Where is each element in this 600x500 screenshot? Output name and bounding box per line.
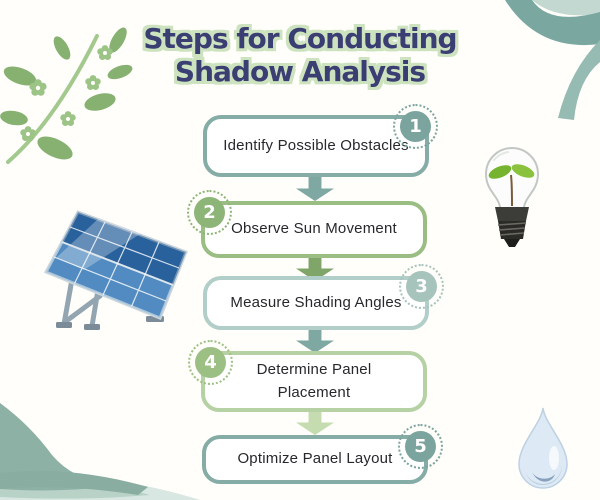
step-1-number-badge: 1 bbox=[393, 104, 438, 149]
title-line-2: Shadow Analysis bbox=[174, 55, 426, 88]
step-4-label: Determine Panel Placement bbox=[256, 361, 372, 401]
water-drop-icon bbox=[518, 407, 568, 489]
solar-panel-image bbox=[43, 210, 188, 330]
step-3-box: Measure Shading Angles bbox=[203, 276, 429, 330]
step-3-number-badge: 3 bbox=[399, 264, 444, 309]
step-5-number: 5 bbox=[414, 436, 427, 457]
step-4-number: 4 bbox=[204, 352, 217, 373]
step-2-number: 2 bbox=[203, 202, 216, 223]
title-line-1: Steps for Conducting bbox=[143, 22, 457, 55]
step-4-box: Determine Panel Placement bbox=[201, 351, 427, 412]
step-2-number-badge: 2 bbox=[187, 190, 232, 235]
flower-cluster bbox=[20, 45, 113, 141]
step-1-number: 1 bbox=[409, 116, 422, 137]
corner-leaf-shape bbox=[505, 0, 600, 120]
step-1-box: Identify Possible Obstacles bbox=[203, 115, 429, 177]
step-5-box: Optimize Panel Layout bbox=[202, 435, 428, 484]
step-5-number-badge: 5 bbox=[398, 424, 443, 469]
leafy-branch-icon bbox=[0, 27, 133, 164]
lightbulb-sprout-icon bbox=[484, 146, 540, 247]
step-1-label: Identify Possible Obstacles bbox=[223, 136, 409, 154]
step-2-box: Observe Sun Movement bbox=[201, 201, 427, 258]
step-3-number: 3 bbox=[415, 276, 428, 297]
arrow-down-icon bbox=[296, 329, 334, 353]
step-5-label: Optimize Panel Layout bbox=[237, 450, 393, 468]
step-3-label: Measure Shading Angles bbox=[230, 293, 402, 311]
arrow-down-icon bbox=[296, 177, 334, 201]
corner-wave-shape bbox=[0, 403, 200, 500]
arrow-down-icon bbox=[296, 411, 334, 435]
step-4-number-badge: 4 bbox=[188, 340, 233, 385]
page-title: Steps for Conducting Shadow Analysis bbox=[0, 22, 600, 88]
step-2-label: Observe Sun Movement bbox=[231, 220, 397, 238]
